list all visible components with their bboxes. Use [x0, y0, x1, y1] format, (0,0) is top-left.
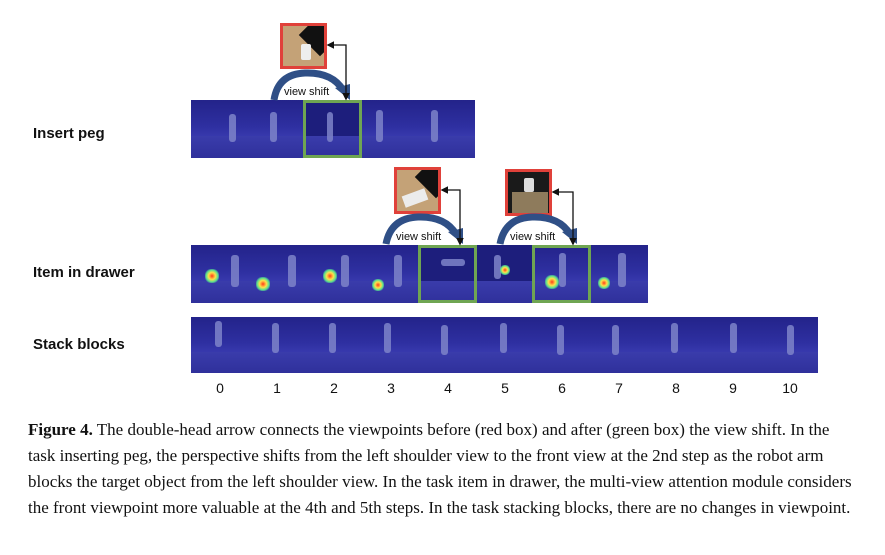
insert-peg-frame-0	[191, 100, 248, 158]
step-label-9: 9	[729, 380, 737, 396]
insert-peg-frame-1	[248, 100, 305, 158]
insert-peg-strip	[191, 100, 475, 158]
view-shift-arrows	[270, 41, 577, 246]
step-label-4: 4	[444, 380, 452, 396]
insert-peg-before-thumbnail	[280, 23, 327, 69]
double-head-arrow-drawer-1	[440, 186, 464, 246]
step-label-3: 3	[387, 380, 395, 396]
item-in-drawer-before-thumbnail-1	[394, 167, 441, 214]
item-in-drawer-frame-0	[191, 245, 248, 303]
stack-blocks-strip	[191, 317, 818, 373]
row-label-stack-blocks: Stack blocks	[33, 336, 125, 353]
item-in-drawer-frame-5	[476, 245, 533, 303]
stack-blocks-frame-2	[305, 317, 362, 373]
stack-blocks-frame-7	[590, 317, 647, 373]
item-in-drawer-after-box-2	[532, 245, 591, 303]
item-in-drawer-frame-1	[248, 245, 305, 303]
item-in-drawer-frame-4	[419, 245, 476, 303]
view-shift-label-drawer-2: view shift	[510, 231, 556, 243]
step-label-6: 6	[558, 380, 566, 396]
row-label-insert-peg: Insert peg	[33, 125, 105, 142]
insert-peg-frame-2	[305, 100, 362, 158]
stack-blocks-frame-8	[647, 317, 704, 373]
stack-blocks-frame-3	[362, 317, 419, 373]
step-label-2: 2	[330, 380, 338, 396]
item-in-drawer-frame-7	[590, 245, 648, 303]
step-label-10: 10	[782, 380, 798, 396]
item-in-drawer-frame-2	[305, 245, 362, 303]
insert-peg-frame-3	[362, 100, 419, 158]
stack-blocks-frame-4	[419, 317, 476, 373]
step-label-8: 8	[672, 380, 680, 396]
step-label-1: 1	[273, 380, 281, 396]
step-label-7: 7	[615, 380, 623, 396]
item-in-drawer-after-box-1	[418, 245, 477, 303]
stack-blocks-frame-5	[476, 317, 533, 373]
view-shift-label-drawer-1: view shift	[396, 231, 442, 243]
row-label-item-in-drawer: Item in drawer	[33, 264, 135, 281]
insert-peg-after-box	[303, 100, 362, 158]
figure-caption-label: Figure 4.	[28, 420, 93, 439]
double-head-arrow-drawer-2	[551, 188, 577, 246]
step-label-0: 0	[216, 380, 224, 396]
item-in-drawer-frame-6	[533, 245, 590, 303]
stack-blocks-frame-0	[191, 317, 248, 373]
stack-blocks-frame-9	[704, 317, 761, 373]
stack-blocks-frame-6	[533, 317, 590, 373]
item-in-drawer-before-thumbnail-2	[505, 169, 552, 216]
stack-blocks-frame-1	[248, 317, 305, 373]
figure-caption: Figure 4. The double-head arrow connects…	[28, 417, 856, 521]
insert-peg-frame-4	[419, 100, 475, 158]
item-in-drawer-frame-3	[362, 245, 419, 303]
view-shift-label-insert-peg: view shift	[284, 86, 330, 98]
stack-blocks-frame-10	[761, 317, 818, 373]
figure-caption-text: The double-head arrow connects the viewp…	[28, 420, 852, 517]
double-head-arrow-insert-peg	[326, 41, 350, 101]
step-label-5: 5	[501, 380, 509, 396]
